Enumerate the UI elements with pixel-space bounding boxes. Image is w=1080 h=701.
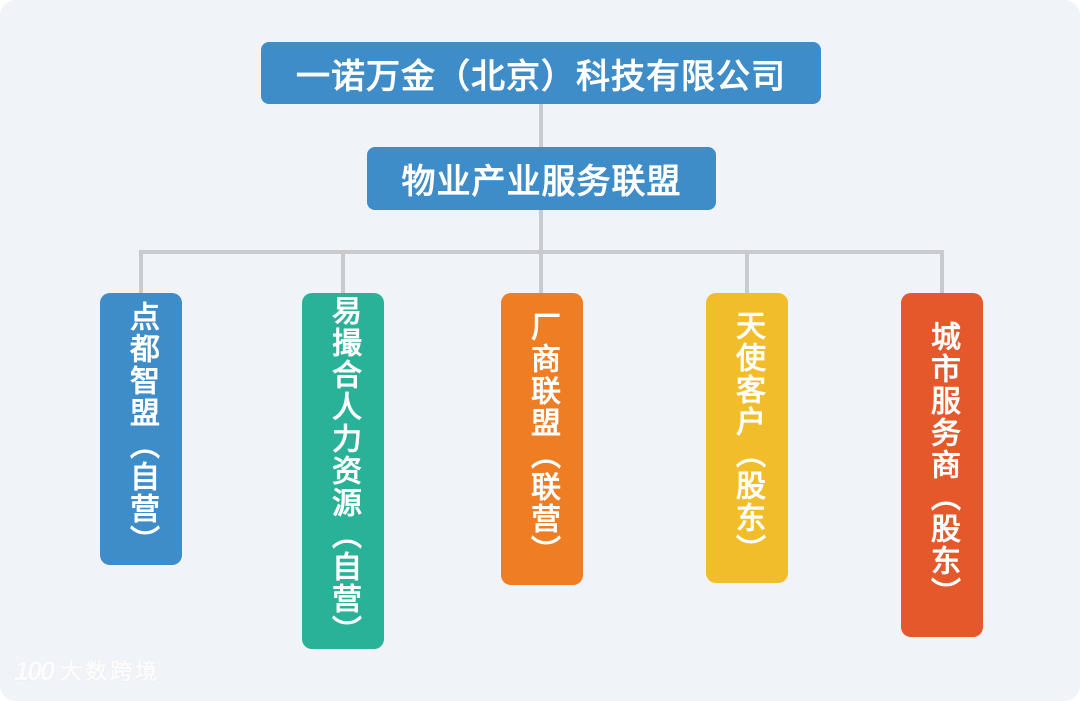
watermark-brand-text: 大数跨境 [60,658,161,684]
org-node-root-company: 一诺万金（北京）科技有限公司 [261,42,821,104]
org-node-member-yicuohe-hr-label: 易撮合人力资源（自营） [327,295,360,647]
org-node-member-chengshi: 城市服务商（股东） [901,293,983,637]
watermark: 100 大数跨境 [14,658,160,685]
org-node-member-changshang-label: 厂商联盟（联营） [526,311,559,567]
org-node-member-tianshi: 天使客户（股东） [706,293,788,583]
connector-root-to-alliance [539,104,543,148]
org-node-root-company-label: 一诺万金（北京）科技有限公司 [296,57,786,96]
org-node-member-changshang: 厂商联盟（联营） [501,293,583,585]
connector-drop-member-4 [745,252,749,293]
connector-drop-member-5 [940,252,944,293]
org-node-member-tianshi-label: 天使客户（股东） [731,310,764,566]
connector-drop-member-1 [139,252,143,293]
org-node-member-diandou: 点都智盟（自营） [100,293,182,565]
org-node-member-diandou-label: 点都智盟（自营） [125,301,158,557]
org-node-alliance-label: 物业产业服务联盟 [401,163,682,201]
org-node-alliance: 物业产业服务联盟 [367,147,716,210]
connector-horizontal-bus [139,250,944,254]
org-node-member-chengshi-label: 城市服务商（股东） [926,321,959,609]
watermark-100-logo: 100 [14,656,55,686]
org-node-member-yicuohe-hr: 易撮合人力资源（自营） [302,293,384,649]
connector-drop-member-2 [341,252,345,293]
